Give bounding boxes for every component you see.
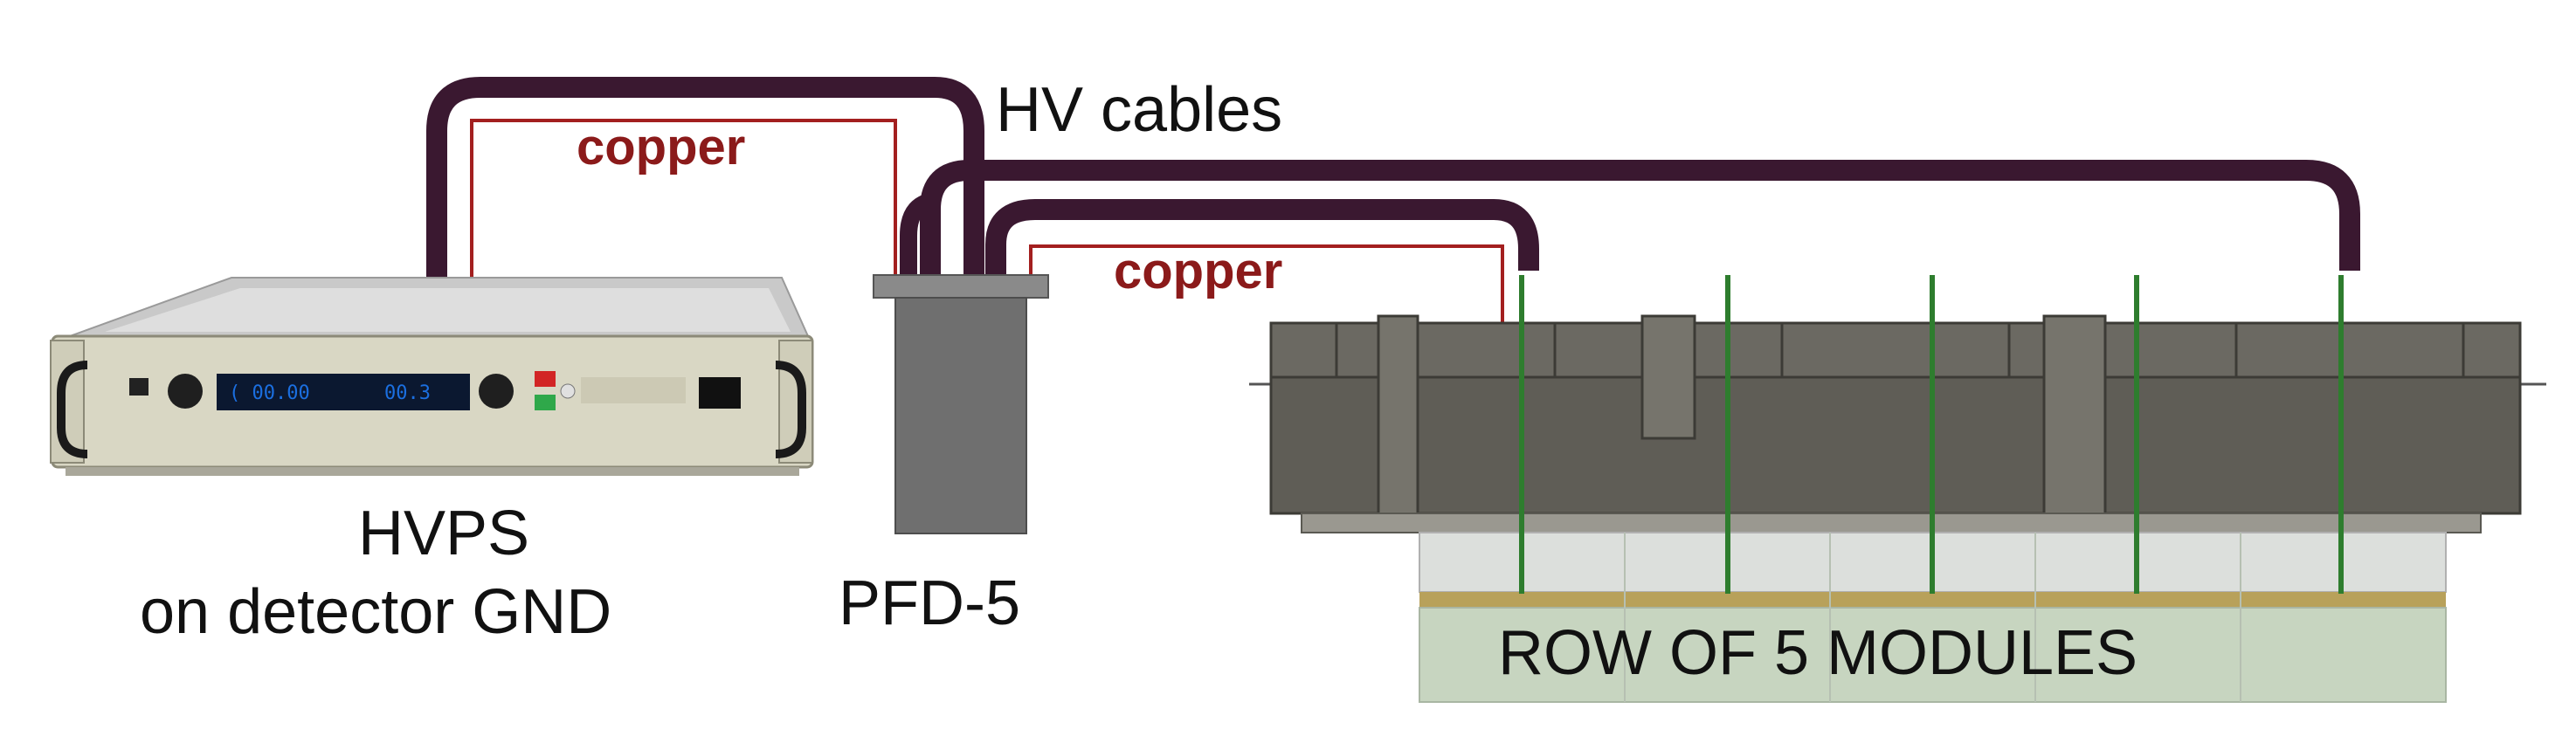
copper-wire-top [470, 119, 897, 288]
label-copper-top: copper [577, 119, 745, 175]
hvps-knob-right [479, 374, 514, 409]
frame-bracket-1 [1377, 314, 1419, 519]
hvps-power-switch-icon [129, 378, 148, 396]
label-pfd: PFD-5 [839, 568, 1020, 638]
label-hvps: HVPS [358, 499, 529, 568]
hv-cable-hvps-to-pfd [426, 77, 984, 288]
hv-cable-pfd-to-module [985, 199, 1539, 288]
label-hvps-gnd: on detector GND [140, 577, 611, 647]
hvps-red-indicator [535, 371, 556, 387]
module-block [1419, 607, 2447, 703]
hvps-lid-shade [105, 288, 791, 332]
hvps-unit: ( 00.00 00.3 [50, 277, 814, 476]
hvps-display-left: ( 00.00 [229, 382, 310, 404]
hvps-knob-left [168, 374, 203, 409]
hvps-handle-right [775, 361, 806, 458]
hvps-green-indicator [535, 395, 556, 410]
hvps-display-right: 00.3 [384, 382, 431, 404]
module-stripe [1419, 592, 2446, 608]
detector-frame [1249, 314, 2546, 533]
hvps-indicator-light [560, 383, 576, 399]
hvps-brand-plate [581, 377, 686, 403]
frame-top-rail [1269, 321, 2522, 379]
pfd-body [894, 297, 1027, 534]
pfd-5-unit [873, 274, 1049, 534]
hvps-display [217, 374, 470, 410]
frame-ledge [1301, 513, 2482, 533]
pfd-cap [873, 274, 1049, 299]
frame-bracket-3 [2042, 314, 2107, 519]
hv-cables [426, 77, 2360, 288]
frame-bracket-2 [1640, 314, 1696, 440]
label-hv-cables: HV cables [996, 75, 1282, 145]
hvps-base [66, 467, 799, 476]
hv-cable-pfd-inner [900, 192, 940, 288]
hvps-handle-left [57, 361, 88, 458]
hvps-connector-block [699, 377, 741, 409]
ground-rods [1519, 275, 2344, 594]
label-row-of-modules: ROW OF 5 MODULES [1498, 618, 2137, 688]
copper-wire-mid [1029, 244, 1504, 323]
label-copper-mid: copper [1114, 243, 1282, 299]
hvps-rack-ear-left [50, 340, 85, 464]
copper-wires [470, 119, 1504, 323]
